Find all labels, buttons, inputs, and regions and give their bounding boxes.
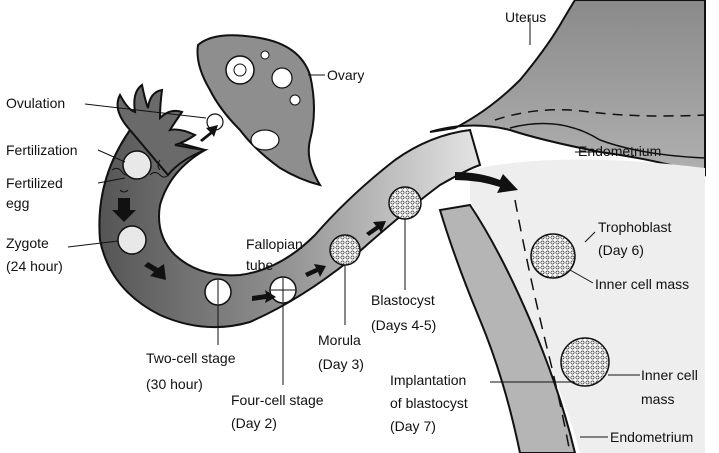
ovary-follicle-small [261,51,269,59]
label-inner-cell-mass-1: Inner cell mass [595,276,689,292]
label-four-cell-stage: Four-cell stage (Day 2) [231,392,327,431]
label-endometrium-top: Endometrium [578,143,661,159]
label-implantation: Implantation of blastocyst (Day 7) [390,372,472,434]
morula-embryo [330,235,360,265]
label-morula: Morula (Day 3) [318,332,365,372]
corpus-luteum [251,130,279,150]
label-uterus: Uterus [505,9,546,25]
zygote-cell [118,226,146,254]
implanted-blastocyst [561,338,609,386]
ovary-follicle-mid [272,68,292,88]
label-ovary: Ovary [327,67,364,83]
label-fertilization: Fertilization [6,142,78,158]
blastocyst-embryo [389,187,421,219]
label-blastocyst: Blastocyst (Days 4-5) [371,292,439,333]
fertilized-egg-cell [123,151,151,179]
label-fertilized-egg: Fertilized egg [6,175,67,211]
label-ovulation: Ovulation [6,95,65,111]
ovary [198,35,321,185]
ovary-follicle-tiny [290,95,300,105]
trophoblast-embryo [531,234,575,278]
label-zygote: Zygote (24 hour) [6,235,63,274]
label-two-cell-stage: Two-cell stage (30 hour) [146,350,239,392]
ovary-follicle-large-core [234,64,246,76]
arrow-icon [200,125,218,142]
label-endometrium-bottom: Endometrium [610,429,693,445]
